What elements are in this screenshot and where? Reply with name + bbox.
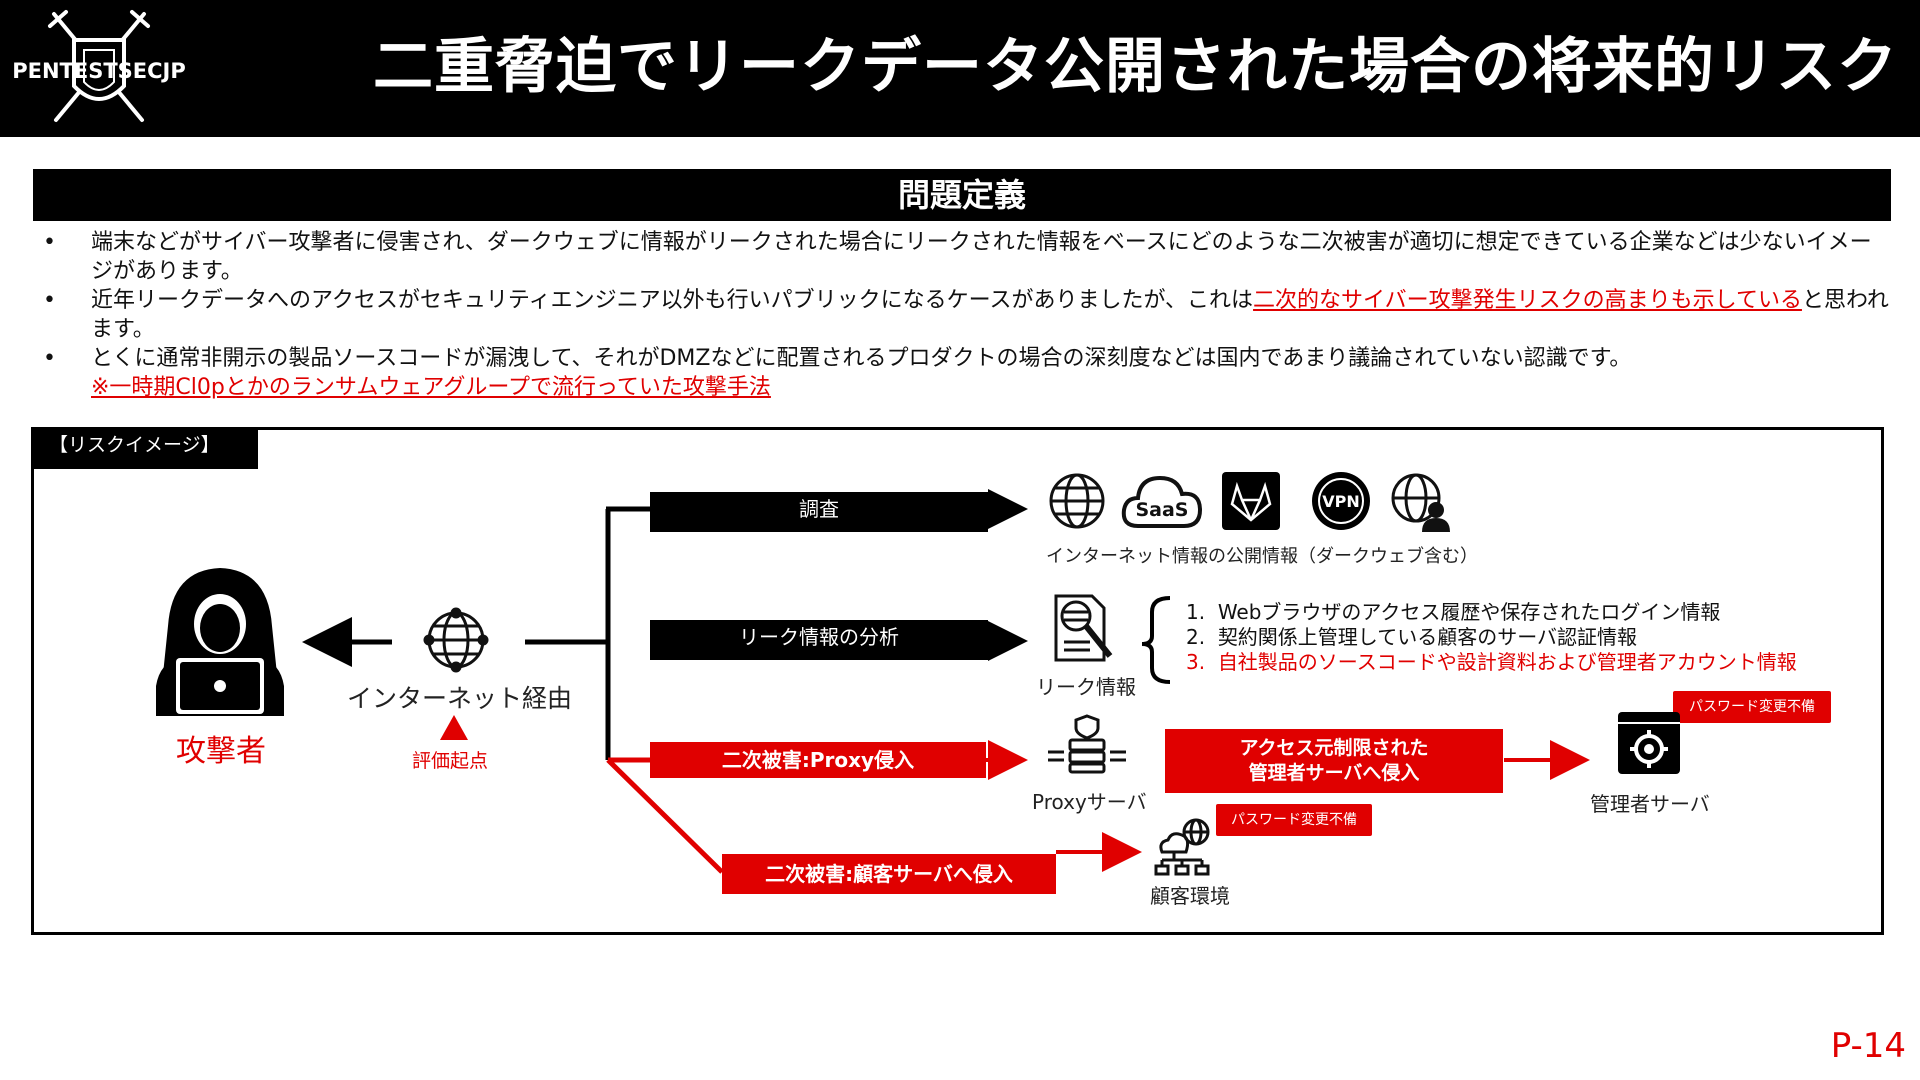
- bullet-2-highlight: 二次的なサイバー攻撃発生リスクの高まりも示している: [1253, 288, 1802, 313]
- leak-item-num: 1.: [1186, 600, 1206, 624]
- leak-item-num: 2.: [1186, 625, 1206, 649]
- proxy-server-icon: [1044, 714, 1130, 778]
- bullet-3-note: ※一時期Cl0pとかのランサムウェアグループで流行っていた攻撃手法: [91, 375, 771, 400]
- leak-item: 2. 契約関係上管理している顧客のサーバ認証情報: [1186, 625, 1797, 650]
- bullet-dot: •: [43, 230, 56, 255]
- leak-item: 3. 自社製品のソースコードや設計資料および管理者アカウント情報: [1186, 650, 1797, 675]
- pentestsecjp-logo: PENTESTSECJP: [12, 8, 186, 130]
- hacker-icon: [150, 566, 290, 720]
- admin-server-label: 管理者サーバ: [1590, 792, 1710, 816]
- page-title: 二重脅迫でリークデータ公開された場合の将来的リスク: [373, 32, 1898, 102]
- logo-text: PENTESTSECJP: [12, 59, 186, 83]
- attacker-label: 攻撃者: [176, 734, 266, 769]
- eval-origin-label: 評価起点: [412, 750, 489, 772]
- leak-item-text: 契約関係上管理している顧客のサーバ認証情報: [1217, 625, 1638, 649]
- leak-item-num: 3.: [1186, 650, 1206, 674]
- globe-icon: [423, 607, 489, 676]
- bullet-3-text: とくに通常非開示の製品ソースコードが漏洩して、それがDMZなどに配置されるプロダ…: [91, 346, 1632, 371]
- bullet-1-text: 端末などがサイバー攻撃者に侵害され、ダークウェブに情報がリークされた場合にリーク…: [91, 230, 1872, 284]
- internet-info-label: インターネット情報の公開情報（ダークウェブ含む）: [1046, 546, 1478, 567]
- page-number: P-14: [1830, 1026, 1906, 1066]
- customer-network-icon: [1154, 818, 1220, 882]
- pw-unchanged-badge-customer: パスワード変更不備: [1216, 804, 1372, 836]
- bullet-dot: •: [43, 346, 56, 371]
- bullet-2-text-b: と思われます。: [91, 288, 1889, 342]
- bullet-dot: •: [43, 288, 56, 313]
- customer-intrusion-bar: 二次被害:顧客サーバへ侵入: [722, 854, 1056, 894]
- leak-items-list: 1. Webブラウザのアクセス履歴や保存されたログイン情報 2. 契約関係上管理…: [1186, 600, 1797, 675]
- bullet-2: • 近年リークデータへのアクセスがセキュリティエンジニア以外も行いパブリックにな…: [33, 286, 1893, 344]
- admin-intrusion-line1: アクセス元制限された: [1239, 737, 1429, 759]
- problem-bullets: • 端末などがサイバー攻撃者に侵害され、ダークウェブに情報がリークされた場合にリ…: [33, 228, 1893, 402]
- via-internet-label: インターネット経由: [347, 684, 573, 713]
- document-search-icon: [1048, 590, 1118, 670]
- proxy-server-label: Proxyサーバ: [1032, 790, 1147, 814]
- admin-intrusion-bar: アクセス元制限された 管理者サーバへ侵入: [1165, 729, 1503, 793]
- risk-image-box: [31, 427, 1884, 935]
- admin-server-icon: [1618, 712, 1680, 778]
- saas-cloud-icon: SaaS: [1120, 470, 1204, 536]
- leak-item-text: 自社製品のソースコードや設計資料および管理者アカウント情報: [1217, 650, 1797, 674]
- vpn-text: VPN: [1322, 492, 1360, 511]
- risk-image-tab: 【リスクイメージ】: [31, 427, 258, 469]
- leak-analysis-bar: リーク情報の分析: [650, 620, 988, 660]
- gitlab-icon: [1220, 470, 1282, 536]
- proxy-intrusion-bar: 二次被害:Proxy侵入: [650, 742, 986, 778]
- admin-intrusion-line2: 管理者サーバへ侵入: [1248, 762, 1420, 784]
- vpn-icon: VPN: [1310, 470, 1372, 536]
- header-bar: [0, 0, 1920, 137]
- bullet-2-text-a: 近年リークデータへのアクセスがセキュリティエンジニア以外も行いパブリックになるケ…: [91, 288, 1254, 313]
- bullet-1: • 端末などがサイバー攻撃者に侵害され、ダークウェブに情報がリークされた場合にリ…: [33, 228, 1893, 286]
- investigation-bar: 調査: [650, 492, 988, 532]
- pw-unchanged-badge-admin: パスワード変更不備: [1673, 691, 1831, 723]
- leak-info-label: リーク情報: [1036, 675, 1136, 699]
- leak-item-text: Webブラウザのアクセス履歴や保存されたログイン情報: [1217, 600, 1721, 624]
- leak-item: 1. Webブラウザのアクセス履歴や保存されたログイン情報: [1186, 600, 1797, 625]
- globe-user-icon: [1390, 470, 1452, 536]
- problem-heading: 問題定義: [33, 169, 1891, 221]
- saas-text: SaaS: [1135, 499, 1188, 521]
- bullet-3: • とくに通常非開示の製品ソースコードが漏洩して、それがDMZなどに配置されるプ…: [33, 344, 1893, 402]
- network-globe-icon: [1046, 470, 1108, 536]
- customer-env-label: 顧客環境: [1150, 884, 1230, 908]
